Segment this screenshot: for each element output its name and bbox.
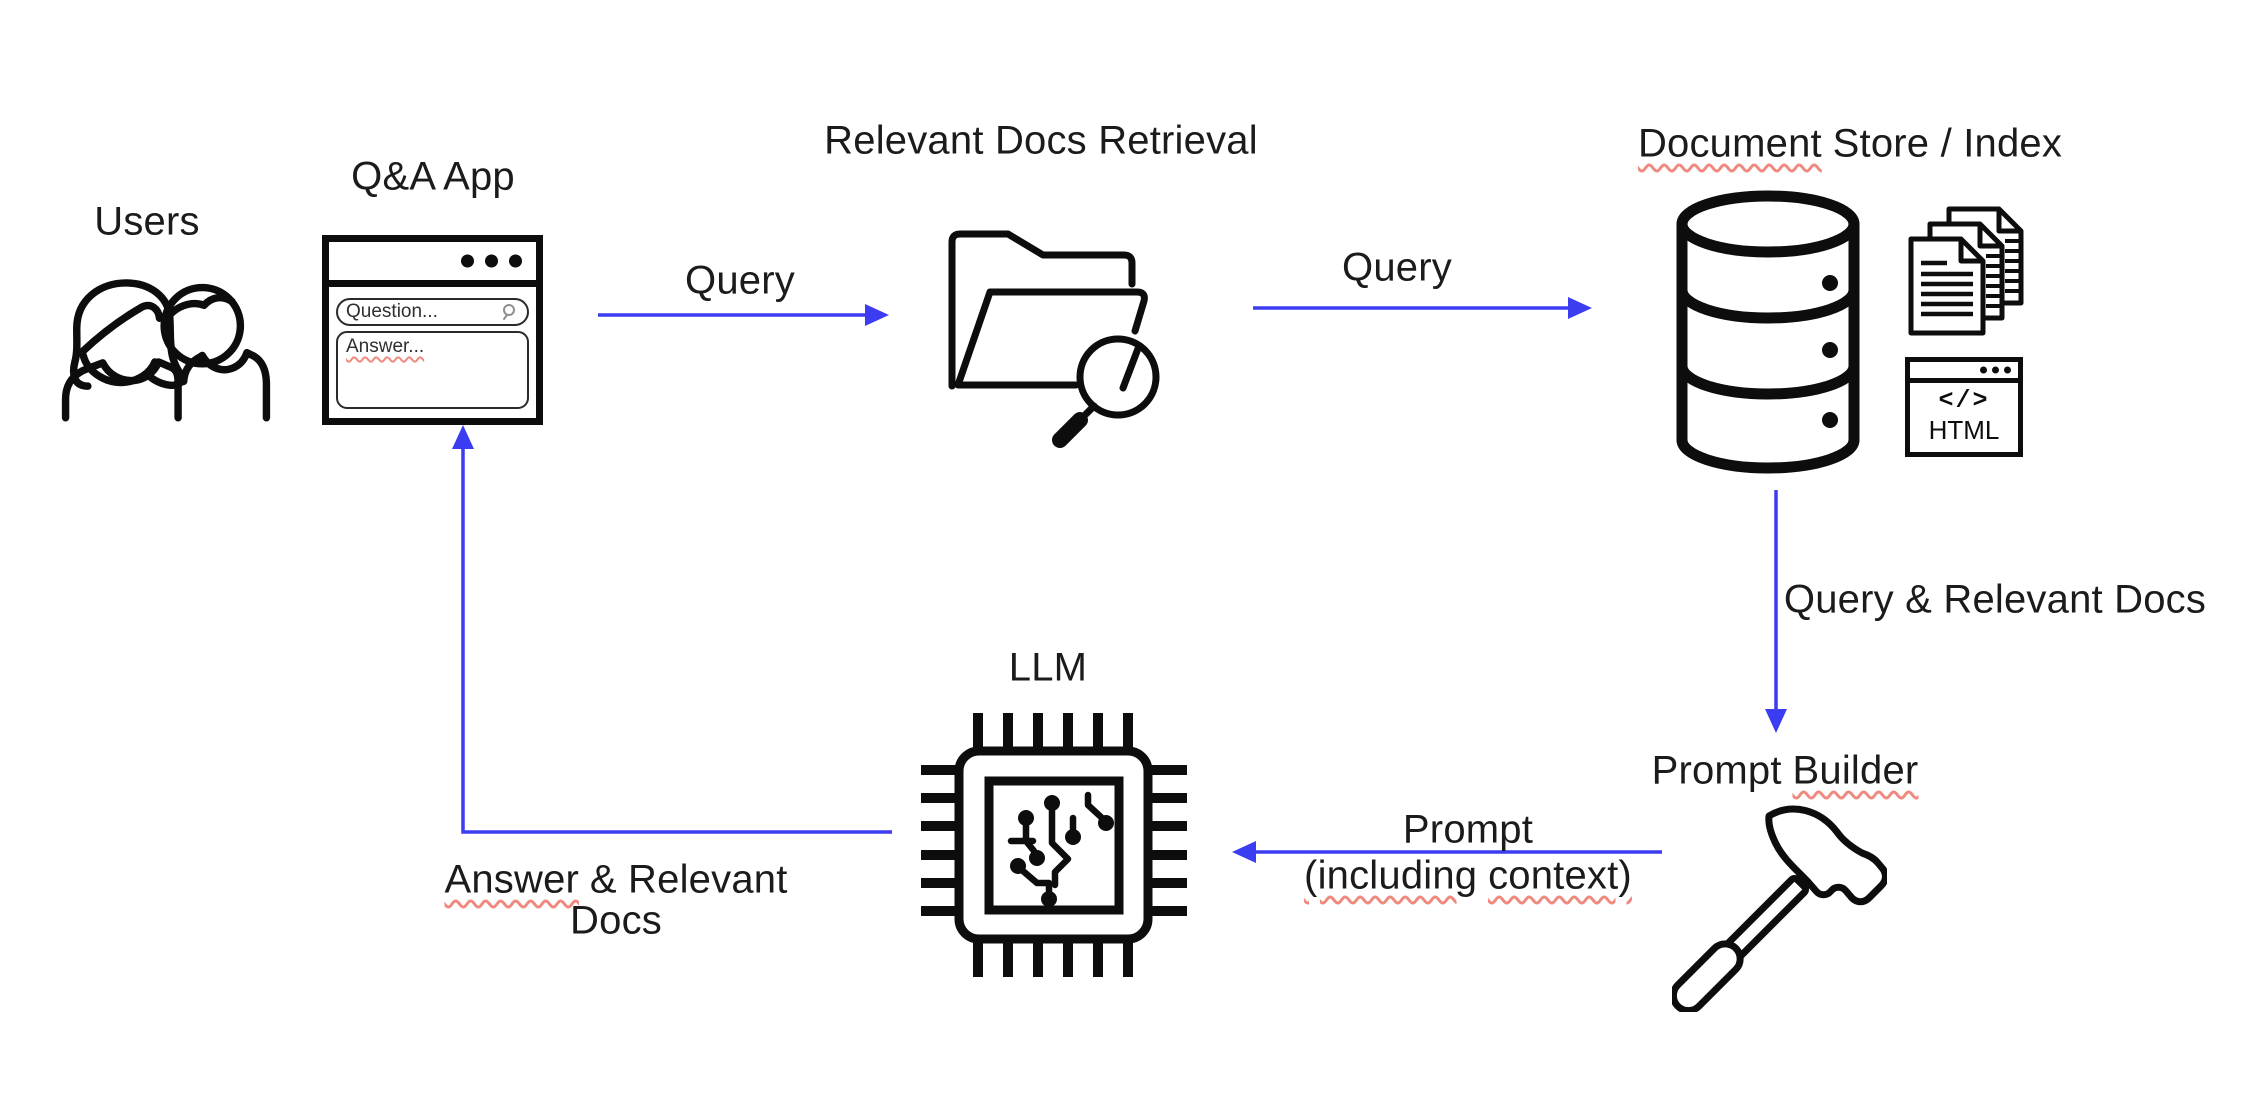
magnifier-inner-edge (1119, 342, 1143, 392)
query2-label: Query (1342, 245, 1452, 290)
folder-flap (954, 288, 1148, 389)
user2-body (179, 348, 271, 422)
window-dots-icon (461, 254, 522, 268)
chip-pins (921, 713, 1187, 977)
html-window-titlebar (1910, 362, 2018, 383)
arrowhead-query-relevant-docs (1765, 709, 1787, 733)
answer-relevant-docs-label-line1: Answer& Relevant (444, 857, 788, 902)
qa-window-titlebar (329, 242, 536, 287)
prompt-label-line1: Prompt (1402, 807, 1534, 852)
users-icon (61, 279, 271, 422)
arrow-answer-relevant-docs (461, 447, 892, 834)
answer-relevant-docs-label-line2: Docs (570, 898, 662, 943)
llm-title: LLM (1008, 645, 1088, 690)
llm-chip-icon (921, 713, 1187, 977)
db-divider-1 (1676, 284, 1860, 324)
db-top (1676, 190, 1860, 258)
database-icon (1676, 190, 1860, 474)
db-divider-2 (1676, 360, 1860, 400)
html-label: HTML (1928, 415, 2000, 445)
chip-circuit (1007, 791, 1105, 895)
search-icon (503, 304, 515, 320)
query1-label: Query (685, 258, 795, 303)
chip-circuit-nodes (1010, 795, 1114, 907)
user2-hair (161, 293, 236, 325)
documents-stack-icon (1908, 206, 2024, 336)
qa-app-title: Q&A App (351, 154, 515, 199)
arrowhead-query-2 (1568, 297, 1592, 319)
user1-body (61, 358, 182, 422)
answer-textarea-value: Answer... (346, 336, 425, 357)
question-input[interactable]: Question... (336, 298, 529, 326)
html-window-dots-icon (1980, 366, 2011, 374)
arrowhead-answer-relevant-docs (452, 425, 474, 449)
arrowhead-query-1 (865, 304, 889, 326)
hammer-grip (1672, 940, 1744, 1012)
doc-page-front (1908, 236, 1986, 336)
arrowhead-prompt (1232, 841, 1256, 863)
query-relevant-docs-label: Query & Relevant Docs (1783, 577, 2207, 622)
db-bottom (1676, 434, 1860, 474)
hammer-head (1765, 805, 1887, 906)
magnifier-handle (1052, 412, 1088, 448)
magnifier-lens (1076, 335, 1160, 419)
folder-back (948, 230, 1136, 390)
retrieval-title: Relevant Docs Retrieval (824, 118, 1258, 163)
question-input-value: Question... (346, 301, 438, 322)
qa-app-window: Question... Answer... (322, 235, 543, 425)
user1-fringe (78, 301, 164, 356)
answer-textarea[interactable]: Answer... (336, 331, 529, 409)
folder-search-icon (948, 230, 1160, 448)
code-glyph: </> (1938, 386, 1990, 415)
users-label: Users (94, 199, 200, 244)
html-window-icon: </> HTML (1905, 357, 2023, 457)
user2-head (160, 283, 245, 368)
magnifier-neck (1082, 402, 1098, 418)
hammer-icon (1672, 805, 1887, 1012)
